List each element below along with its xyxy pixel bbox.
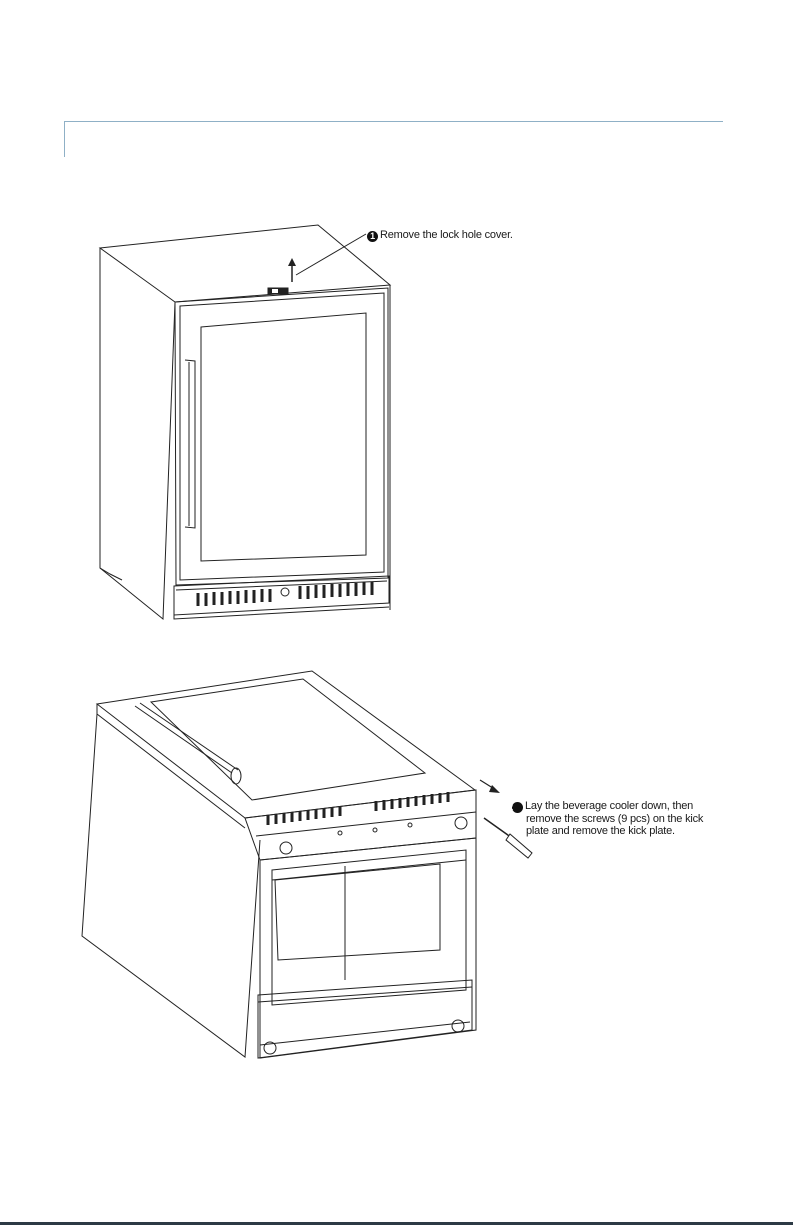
arrow-diagonal-icon <box>480 780 500 793</box>
step-2-number: 2 <box>512 802 523 813</box>
step-2-text: Lay the beverage cooler down, then remov… <box>525 800 703 837</box>
